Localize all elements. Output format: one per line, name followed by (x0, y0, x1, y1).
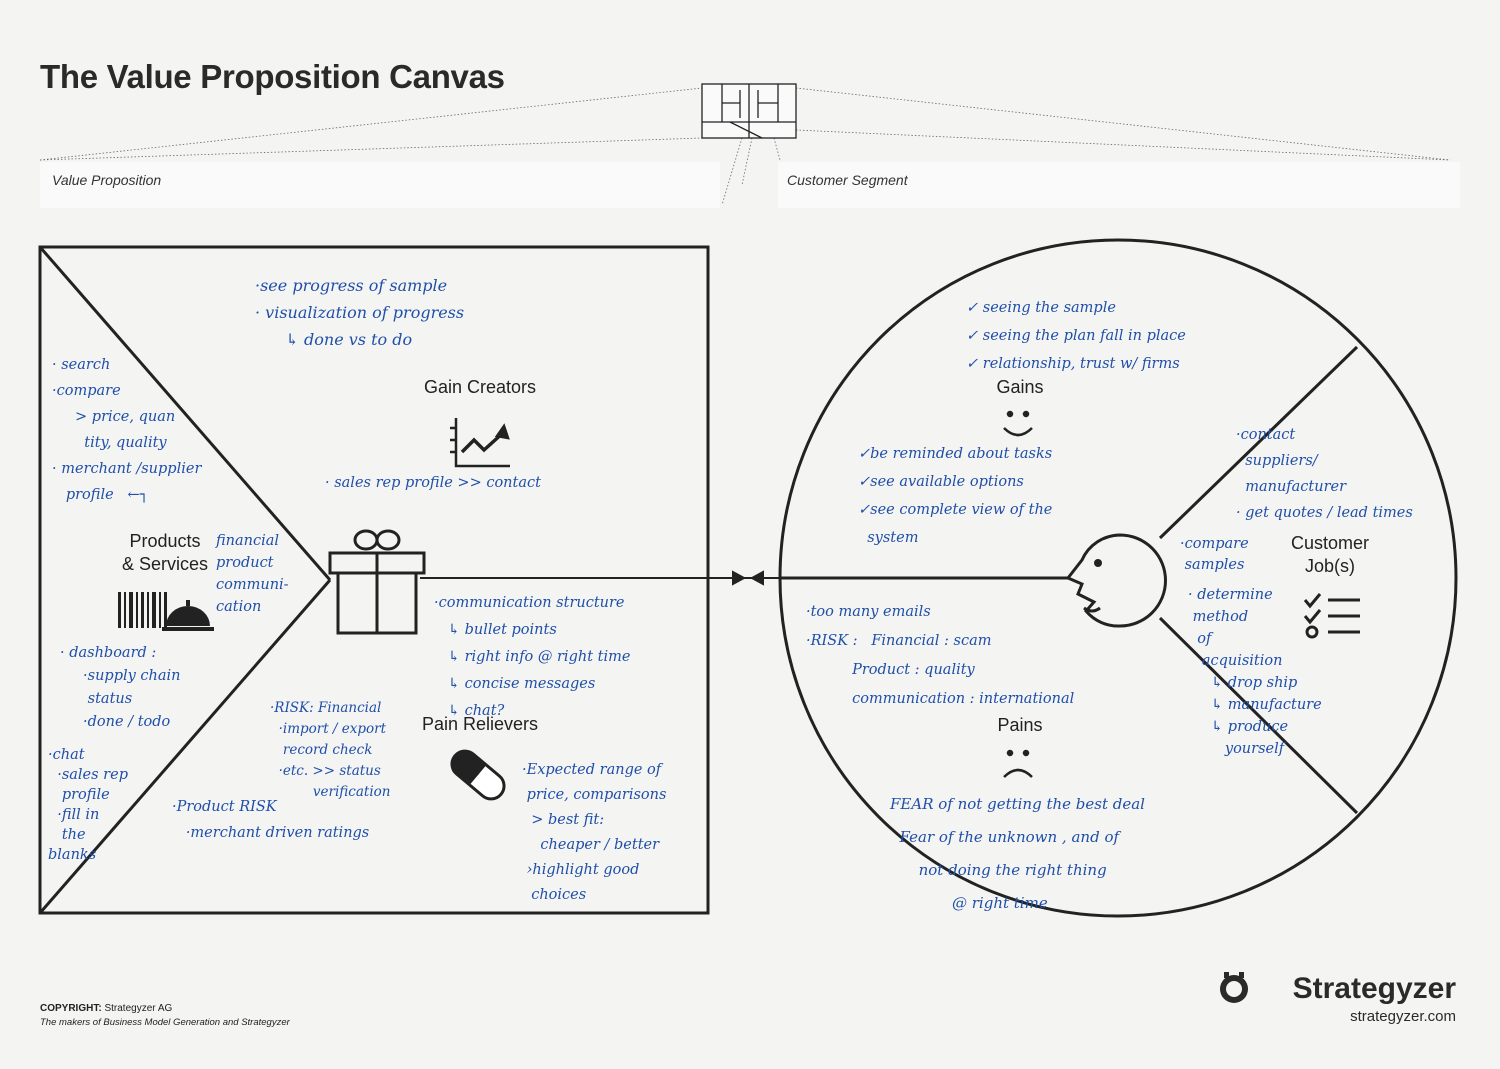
growth-chart-icon (450, 418, 510, 468)
note-products-dashboard: · dashboard : ·supply chain status ·done… (60, 645, 181, 730)
brand-logo: Strategyzer (1292, 972, 1456, 1005)
strategyzer-logo-icon (1220, 972, 1248, 1003)
note-products-list: · search ·compare > price, quan tity, qu… (52, 357, 202, 503)
note-jobs-top: ·contact suppliers/ manufacturer · get q… (1236, 427, 1413, 521)
note-gain-creators-top: ·see progress of sample · visualization … (255, 276, 465, 349)
connector-arrows (732, 570, 764, 586)
pains-label: Pains (997, 715, 1043, 735)
customer-segment-label: Customer Segment (787, 172, 908, 188)
note-products-side: financial product communi- cation (216, 533, 289, 615)
note-gain-creators-mid: · sales rep profile >> contact (325, 475, 541, 491)
note-pain-relievers-top: ·communication structure ↳ bullet points… (434, 595, 631, 719)
gift-icon (328, 529, 426, 635)
note-gains-mid: ✓be reminded about tasks ✓see available … (858, 446, 1053, 546)
copyright-label: COPYRIGHT: (40, 1003, 102, 1014)
brand-block: Strategyzer strategyzer.com (1293, 972, 1456, 1025)
value-proposition-label: Value Proposition (52, 172, 162, 188)
customer-segment-band (778, 162, 1460, 208)
frown-icon (1003, 749, 1033, 778)
copyright-owner: Strategyzer AG (104, 1003, 173, 1014)
page-title: The Value Proposition Canvas (40, 58, 505, 95)
products-services-label: Products & Services (121, 531, 209, 574)
service-bell-icon (162, 600, 214, 631)
gain-creators-label: Gain Creators (423, 377, 537, 397)
brand-url[interactable]: strategyzer.com (1350, 1008, 1456, 1025)
gains-label: Gains (996, 377, 1044, 397)
value-map-square (38, 245, 710, 915)
note-pains-top: ·too many emails ·RISK : Financial : sca… (806, 604, 1075, 707)
note-pain-relievers-expected: ·Expected range of price, comparisons > … (522, 762, 667, 903)
guide-lines (39, 87, 1451, 206)
copyright-block: COPYRIGHT: Strategyzer AG The makers of … (40, 1002, 290, 1030)
checklist-icon (1303, 593, 1360, 639)
customer-jobs-label: Customer Job(s) (1290, 533, 1370, 576)
note-jobs-bottom: · determine method of acquisition ↳ drop… (1188, 587, 1322, 757)
note-gains-top: ✓ seeing the sample ✓ seeing the plan fa… (966, 300, 1186, 372)
customer-profile-circle (778, 238, 1458, 918)
value-proposition-band (40, 162, 720, 208)
pill-icon (450, 749, 506, 801)
note-pains-bottom: FEAR of not getting the best deal Fear o… (890, 795, 1145, 912)
mini-canvas-icon (701, 83, 797, 139)
smiley-icon (1003, 410, 1033, 437)
note-jobs-mid: ·compare samples (1180, 536, 1249, 573)
pain-relievers-label: Pain Relievers (421, 714, 539, 734)
customer-face-icon (1065, 533, 1167, 628)
note-pain-relievers-product: ·Product RISK ·merchant driven ratings (172, 799, 370, 841)
tagline: The makers of Business Model Generation … (40, 1017, 290, 1028)
barcode-icon (118, 592, 167, 628)
note-pain-relievers-risk: ·RISK: Financial ·import / export record… (270, 700, 391, 800)
note-products-chat: ·chat ·sales rep profile ·fill in the bl… (48, 747, 128, 863)
